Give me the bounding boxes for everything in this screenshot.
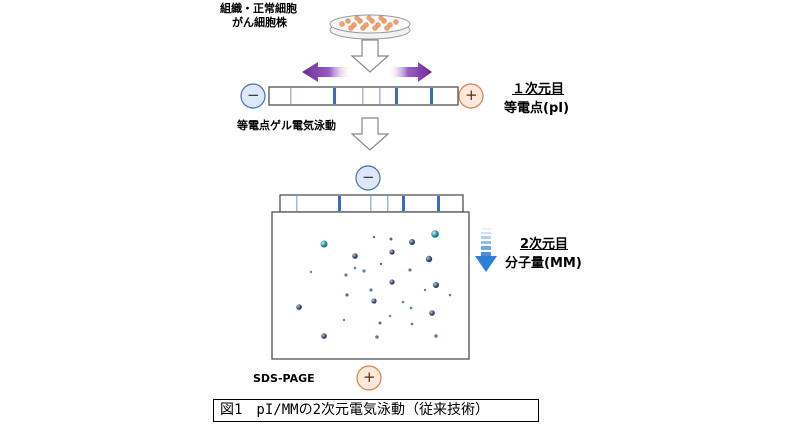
spot [389,249,395,255]
sample-label-line1: 組織・正常細胞 [220,2,297,15]
spot [431,230,439,238]
spot [342,318,346,322]
petri-dish-icon [329,14,411,40]
first-dimension-title: １次元目 [512,82,565,97]
spot [401,300,405,304]
second-dimension-subtitle: 分子量(MM) [505,256,582,271]
spot [378,321,382,325]
spot [296,304,302,310]
spot [448,293,452,297]
plus-electrode-1 [458,83,484,109]
plus-electrode-2 [356,365,382,391]
figure-caption: 図1 pI/MMの2次元電気泳動（従来技術） [213,399,539,422]
plus-symbol-2: + [363,368,376,386]
spot [352,253,358,259]
ief-strip [268,86,459,106]
sds-gel [271,211,470,360]
spot [433,282,439,288]
spot [309,270,313,274]
minus-electrode-1 [240,83,266,109]
spot [379,262,383,266]
gel-strip [279,194,464,213]
spot [434,334,438,338]
first-dimension-subtitle: 等電点(pI) [504,101,570,116]
spot [345,293,349,297]
spot [320,240,328,248]
purple-arrow-right-icon [388,62,432,82]
minus-electrode-2 [355,165,381,191]
spot [388,314,392,318]
spot [410,322,414,326]
sds-page-label: SDS-PAGE [253,372,315,385]
spot [389,237,393,241]
spot [429,310,435,316]
minus-symbol-2: − [362,168,375,186]
spot [423,288,427,292]
minus-symbol-1: − [247,86,260,104]
spot [409,306,413,310]
spot [344,273,348,277]
spot [321,333,327,339]
protein-spots [296,230,452,339]
spot [353,266,357,270]
spot [409,239,415,245]
plus-symbol-1: + [465,86,478,104]
spot [375,335,379,339]
spot [372,235,376,239]
sample-label-line2: がん細胞株 [232,16,287,29]
spot [425,255,433,263]
spot [408,268,412,272]
blue-down-arrow-icon [475,228,497,272]
ief-label: 等電点ゲル電気泳動 [237,119,336,132]
spot [362,269,366,273]
spot [371,298,377,304]
second-dimension-title: 2次元目 [520,237,569,252]
spot [369,288,373,292]
purple-arrow-left-icon [302,62,352,82]
spot [389,279,395,285]
down-arrow-icon [350,39,390,73]
down-arrow-icon [350,117,390,151]
